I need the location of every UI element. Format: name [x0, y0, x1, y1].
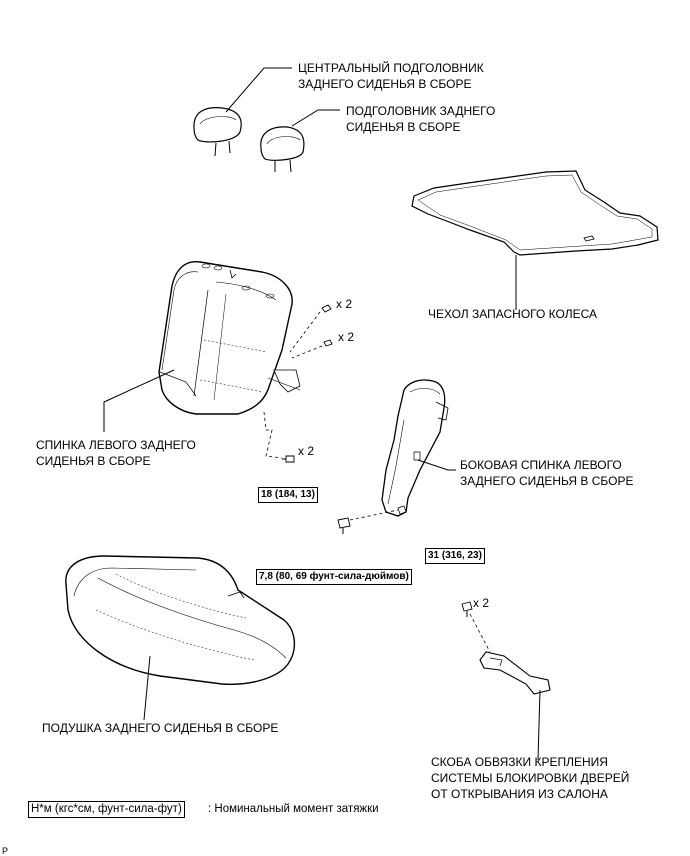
label-line: ОТ ОТКРЫВАНИЯ ИЗ САЛОНА [431, 787, 608, 801]
label-rear-headrest: ПОДГОЛОВНИК ЗАДНЕГО СИДЕНЬЯ В СБОРЕ [346, 103, 495, 135]
label-left-side-seatback: БОКОВАЯ СПИНКА ЛЕВОГО ЗАДНЕГО СИДЕНЬЯ В … [460, 457, 633, 489]
side-seatback-bolt [337, 509, 399, 534]
label-line: СИДЕНЬЯ В СБОРЕ [346, 120, 461, 134]
torque-seatback-bolt: 18 (184, 13) [258, 487, 318, 503]
label-line: СИДЕНЬЯ В СБОРЕ [36, 454, 151, 468]
seatback-dashed-leads [263, 311, 323, 459]
label-line: БОКОВАЯ СПИНКА ЛЕВОГО [460, 458, 622, 472]
label-striker-bracket: СКОБА ОБВЯЗКИ КРЕПЛЕНИЯ СИСТЕМЫ БЛОКИРОВ… [431, 754, 629, 802]
qty-upper-clip: x 2 [336, 297, 353, 311]
left-side-seatback-drawing [381, 379, 449, 517]
label-line: ПОДУШКА ЗАДНЕГО СИДЕНЬЯ В СБОРЕ [42, 721, 279, 735]
qty-bracket-bolts: x 2 [473, 596, 490, 610]
rear-headrest-drawing [260, 126, 305, 173]
label-center-headrest: ЦЕНТРАЛЬНЫЙ ПОДГОЛОВНИК ЗАДНЕГО СИДЕНЬЯ … [298, 60, 484, 92]
torque-side-seatback-bolt: 7,8 (80, 69 фунт-сила-дюймов) [256, 569, 412, 585]
label-line: СКОБА ОБВЯЗКИ КРЕПЛЕНИЯ [431, 755, 608, 769]
seat-cushion-drawing [65, 555, 295, 686]
legend-description: : Номинальный момент затяжки [208, 803, 379, 815]
label-spare-wheel-cover: ЧЕХОЛ ЗАПАСНОГО КОЛЕСА [428, 306, 597, 322]
qty-seatback-bolts: x 2 [298, 444, 315, 458]
striker-bracket-drawing [461, 601, 551, 695]
label-line: СИСТЕМЫ БЛОКИРОВКИ ДВЕРЕЙ [431, 771, 630, 785]
label-line: ЗАДНЕГО СИДЕНЬЯ В СБОРЕ [460, 474, 634, 488]
label-left-seatback: СПИНКА ЛЕВОГО ЗАДНЕГО СИДЕНЬЯ В СБОРЕ [36, 437, 196, 469]
label-line: ЧЕХОЛ ЗАПАСНОГО КОЛЕСА [428, 307, 597, 321]
label-seat-cushion: ПОДУШКА ЗАДНЕГО СИДЕНЬЯ В СБОРЕ [42, 720, 278, 736]
left-seatback-drawing [158, 261, 301, 415]
corner-code: P [2, 846, 9, 856]
torque-bracket-bolt: 31 (316, 23) [425, 548, 485, 564]
label-line: ПОДГОЛОВНИК ЗАДНЕГО [346, 104, 496, 118]
label-line: ЦЕНТРАЛЬНЫЙ ПОДГОЛОВНИК [298, 61, 484, 75]
spare-wheel-cover-drawing [411, 170, 659, 256]
leader-lines [103, 67, 541, 761]
label-line: ЗАДНЕГО СИДЕНЬЯ В СБОРЕ [298, 77, 472, 91]
label-line: СПИНКА ЛЕВОГО ЗАДНЕГО [36, 438, 196, 452]
legend-unit-box: Н*м (кгс*см, фунт-сила-фут) [28, 801, 185, 818]
seatback-fasteners [282, 304, 333, 463]
center-headrest-drawing [193, 107, 242, 157]
qty-lower-clip: x 2 [338, 330, 355, 344]
